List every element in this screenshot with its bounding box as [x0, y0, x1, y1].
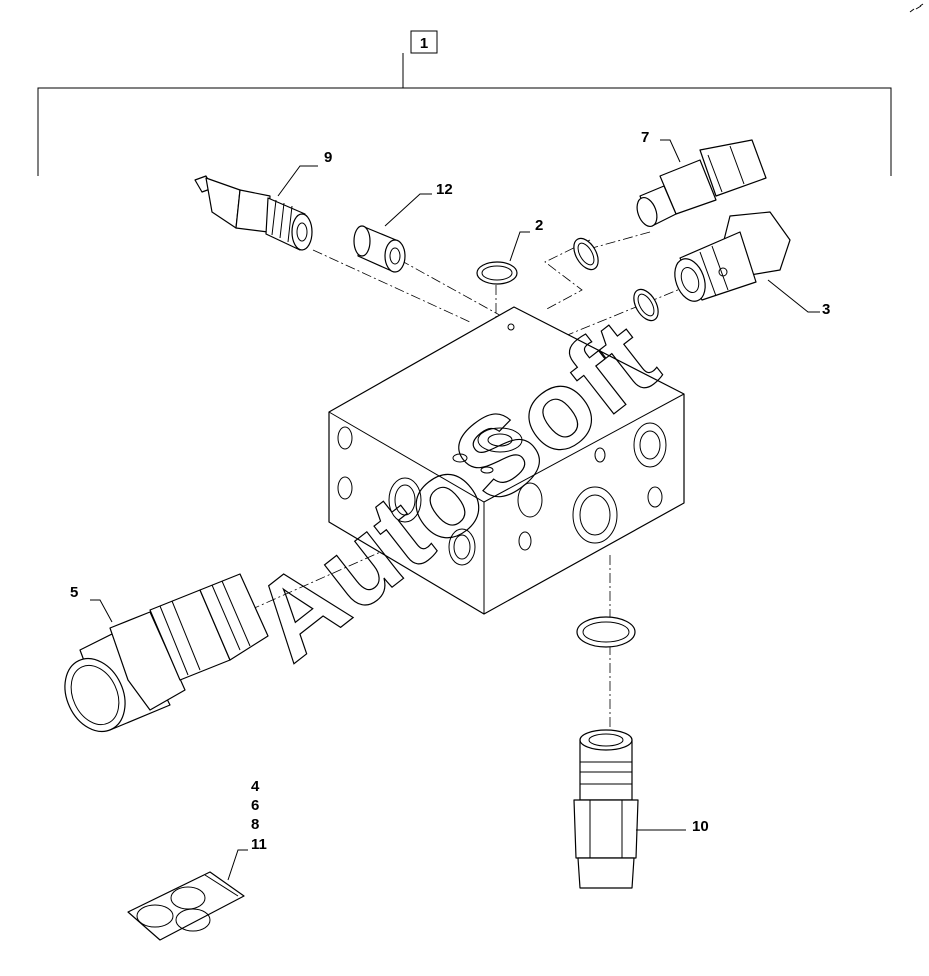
part-12-plug: [353, 225, 406, 273]
manifold-block: [328, 306, 685, 615]
corner-mark: [909, 3, 924, 13]
callout-12: 12: [436, 181, 453, 198]
part-5-fitting: [64, 573, 269, 733]
assembly-label: 1: [420, 35, 428, 52]
kit-callout-4: 4: [251, 778, 260, 795]
small-orings: [573, 237, 659, 322]
callout-9: 9: [324, 149, 332, 166]
part-9-valve: [194, 175, 313, 251]
assembly-label-box: [410, 30, 438, 54]
callout-10: 10: [692, 818, 709, 835]
callout-7: 7: [641, 129, 649, 146]
assembly-bracket: 1: [37, 30, 892, 176]
part-10-cartridge: [573, 616, 639, 889]
kit-callout-8: 8: [251, 816, 259, 833]
part-3-fitting: [674, 211, 791, 302]
part-7-cartridge: [636, 139, 767, 228]
callout-2: 2: [535, 217, 543, 234]
callout-5: 5: [70, 584, 78, 601]
part-2-oring: [476, 261, 518, 285]
seal-kit-bag: [127, 871, 245, 941]
kit-callout-11: 11: [251, 836, 267, 853]
leader-lines: [90, 139, 820, 881]
kit-callout-6: 6: [251, 797, 259, 814]
callout-3: 3: [822, 301, 830, 318]
